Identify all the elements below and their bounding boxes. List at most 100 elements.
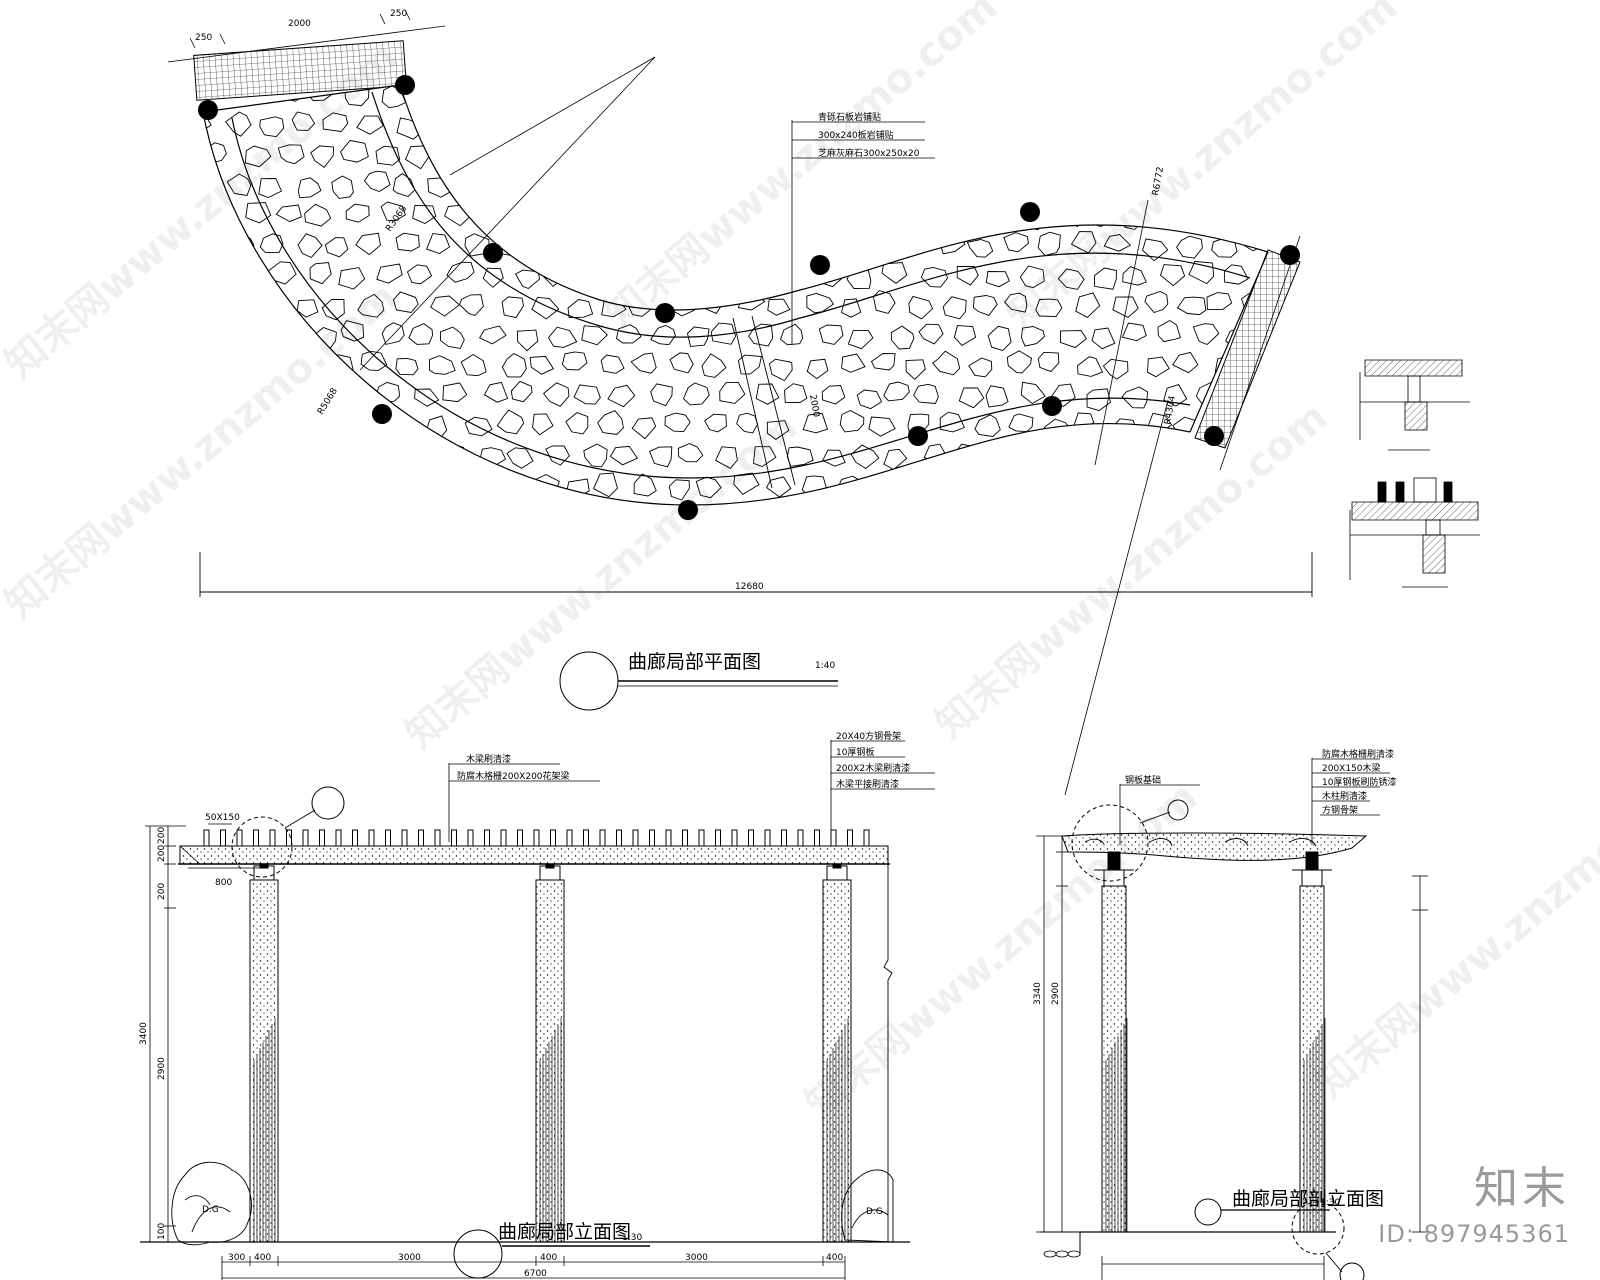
elevation-joists	[203, 829, 870, 847]
paving-stone	[958, 387, 985, 409]
joist	[401, 829, 408, 847]
paving-stone	[516, 329, 539, 352]
paving-stone	[1104, 170, 1134, 191]
elevation-note-left-2: 防腐木格栅200X200花架梁	[457, 770, 570, 782]
plan-dim-right: 250	[390, 9, 407, 19]
paving-stone	[650, 383, 673, 407]
brand-logo-text: 知末	[1474, 1163, 1570, 1214]
plan-dim-left: 250	[195, 33, 212, 43]
paving-stone	[322, 112, 349, 132]
paving-stone	[1144, 291, 1169, 314]
paving-stone	[1259, 147, 1268, 168]
paving-stone	[1294, 205, 1319, 226]
paving-stone	[287, 409, 314, 432]
paving-stone	[258, 292, 284, 313]
paving-stone	[1119, 146, 1144, 168]
paving-stone	[464, 233, 490, 257]
elevation-offset-dim: 800	[215, 878, 232, 888]
paving-stone	[779, 266, 807, 288]
paving-stone	[768, 358, 793, 382]
paving-stone	[703, 113, 733, 133]
paving-stone	[664, 171, 690, 195]
paving-stone	[687, 326, 710, 347]
paving-stone	[1020, 381, 1046, 405]
paving-stone	[784, 87, 814, 109]
paving-stone	[968, 357, 993, 378]
paving-stone	[736, 412, 758, 434]
joist	[781, 829, 787, 847]
paving-stone	[1024, 444, 1050, 466]
paving-stone	[836, 171, 860, 196]
paving-stone	[1008, 413, 1034, 433]
paving-stone	[583, 443, 608, 468]
paving-stone	[713, 86, 739, 104]
paving-stone	[1079, 472, 1105, 492]
plan-radius-2: R5068	[316, 386, 340, 416]
elevation-top-dim: 50X150	[205, 813, 240, 823]
joist	[434, 829, 441, 847]
joist	[764, 829, 771, 847]
joist	[863, 829, 870, 847]
elevation-title-block: 曲廊局部立面图 1:30	[453, 1221, 650, 1279]
paving-stone	[1147, 356, 1170, 378]
paving-stone	[1058, 142, 1084, 164]
paving-stone	[906, 232, 933, 255]
paving-stone	[380, 201, 406, 222]
watermark-7: 知末网www.znzmo.com	[797, 774, 1206, 1128]
paving-stone	[355, 232, 381, 256]
paving-stone	[1121, 386, 1148, 409]
section-right-dims	[1412, 875, 1428, 1233]
paving-stone	[309, 262, 332, 285]
paving-stone	[841, 353, 866, 373]
paving-stone	[258, 471, 283, 493]
section-view: 3340 2900 防腐木格栅刷清漆 200X150木梁 10厚钢板刷防锈漆 木…	[1033, 748, 1428, 1280]
paving-stone	[668, 479, 690, 501]
paving-stone	[784, 383, 808, 403]
paving-stone	[342, 442, 367, 466]
paving-stone	[1163, 384, 1188, 407]
paving-stone	[492, 469, 519, 493]
paving-stone	[1070, 231, 1097, 254]
joist	[500, 829, 507, 847]
paving-stone	[392, 291, 419, 313]
paving-stone	[814, 207, 841, 229]
paving-stone	[258, 178, 283, 198]
paving-stone	[733, 472, 760, 495]
joist	[682, 829, 688, 847]
paving-stone	[953, 325, 977, 346]
paving-stone	[1153, 85, 1180, 109]
paving-stone	[1059, 330, 1088, 349]
paving-stone	[430, 474, 458, 496]
paving-stone	[942, 296, 967, 320]
image-id: ID: 897945361	[1378, 1220, 1570, 1248]
paving-stone	[1194, 202, 1220, 227]
paving-stone	[821, 385, 846, 405]
joist	[698, 829, 705, 847]
paving-stone	[1008, 113, 1036, 134]
paving-stone	[648, 203, 674, 226]
paving-stone	[836, 235, 862, 257]
paving-stone	[972, 295, 998, 316]
paving-stone	[768, 238, 794, 258]
elevation-columns	[249, 863, 852, 1243]
paving-stone	[913, 383, 939, 404]
paving-stone	[664, 412, 691, 433]
paving-stone	[1019, 265, 1045, 289]
joist	[649, 829, 655, 847]
section-bottom-dims	[1101, 1256, 1325, 1280]
paving-stone	[408, 323, 433, 345]
paving-stone	[225, 111, 252, 137]
paving-stone	[483, 381, 509, 403]
paving-stone	[496, 114, 521, 136]
paving-stone	[203, 292, 216, 314]
joist	[418, 829, 424, 847]
elevation-note-right-3: 200X2木梁刷清漆	[836, 762, 910, 774]
plan-columns	[198, 75, 1300, 520]
paving-stone	[329, 473, 355, 494]
paving-stone	[715, 446, 738, 469]
paving-stone	[442, 143, 472, 166]
plan-center-divider	[732, 315, 796, 489]
paving-stone	[1042, 115, 1070, 136]
paving-stone	[1102, 358, 1129, 380]
paving-stone	[226, 173, 252, 197]
